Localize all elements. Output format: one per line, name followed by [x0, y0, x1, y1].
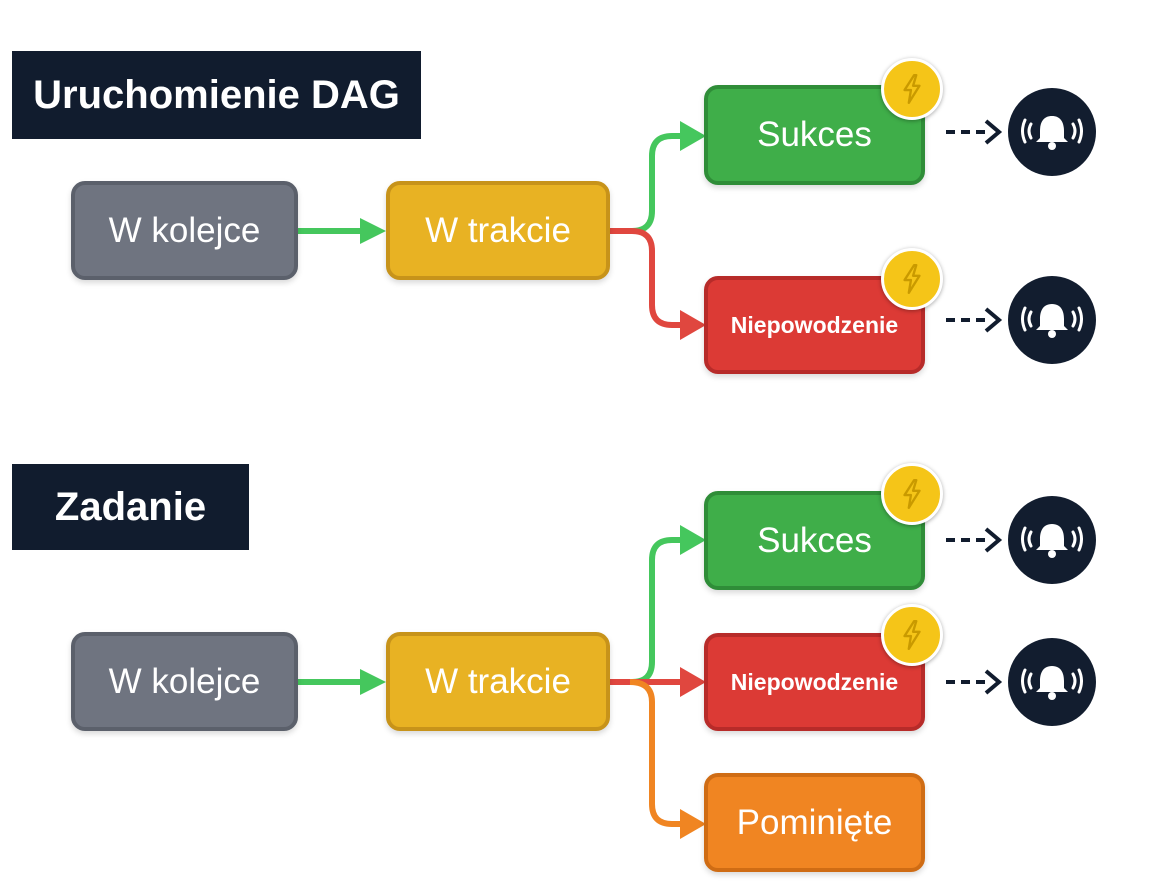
ringing-bell-icon: [1008, 638, 1096, 726]
dag-run-title: Uruchomienie DAG: [12, 51, 421, 139]
lightning-bolt-icon: [881, 58, 943, 120]
dashed-arrow-success-notify: [946, 119, 1003, 145]
task-node-running: W trakcie: [386, 632, 610, 731]
lightning-bolt-icon: [881, 463, 943, 525]
arrow-task-running-to-skipped: [629, 679, 706, 839]
lightning-bolt-icon: [881, 248, 943, 310]
task-node-skipped: Pominięte: [704, 773, 925, 872]
task-node-queued: W kolejce: [71, 632, 298, 731]
arrow-running-to-failed: [610, 228, 706, 340]
lightning-bolt-icon: [881, 604, 943, 666]
ringing-bell-icon: [1008, 88, 1096, 176]
arrow-queued-to-running: [298, 218, 386, 244]
arrow-task-running-to-failed: [610, 667, 706, 697]
dag-node-queued: W kolejce: [71, 181, 298, 280]
task-node-failed: Niepowodzenie: [704, 633, 925, 731]
arrow-task-running-to-success: [610, 525, 706, 685]
dashed-arrow-task-success-notify: [946, 527, 1003, 553]
ringing-bell-icon: [1008, 496, 1096, 584]
task-title: Zadanie: [12, 464, 249, 550]
dashed-arrow-failed-notify: [946, 307, 1003, 333]
dashed-arrow-task-failed-notify: [946, 669, 1003, 695]
arrow-task-queued-to-running: [298, 669, 386, 695]
dag-node-running: W trakcie: [386, 181, 610, 280]
ringing-bell-icon: [1008, 276, 1096, 364]
arrow-running-to-success: [610, 121, 706, 234]
